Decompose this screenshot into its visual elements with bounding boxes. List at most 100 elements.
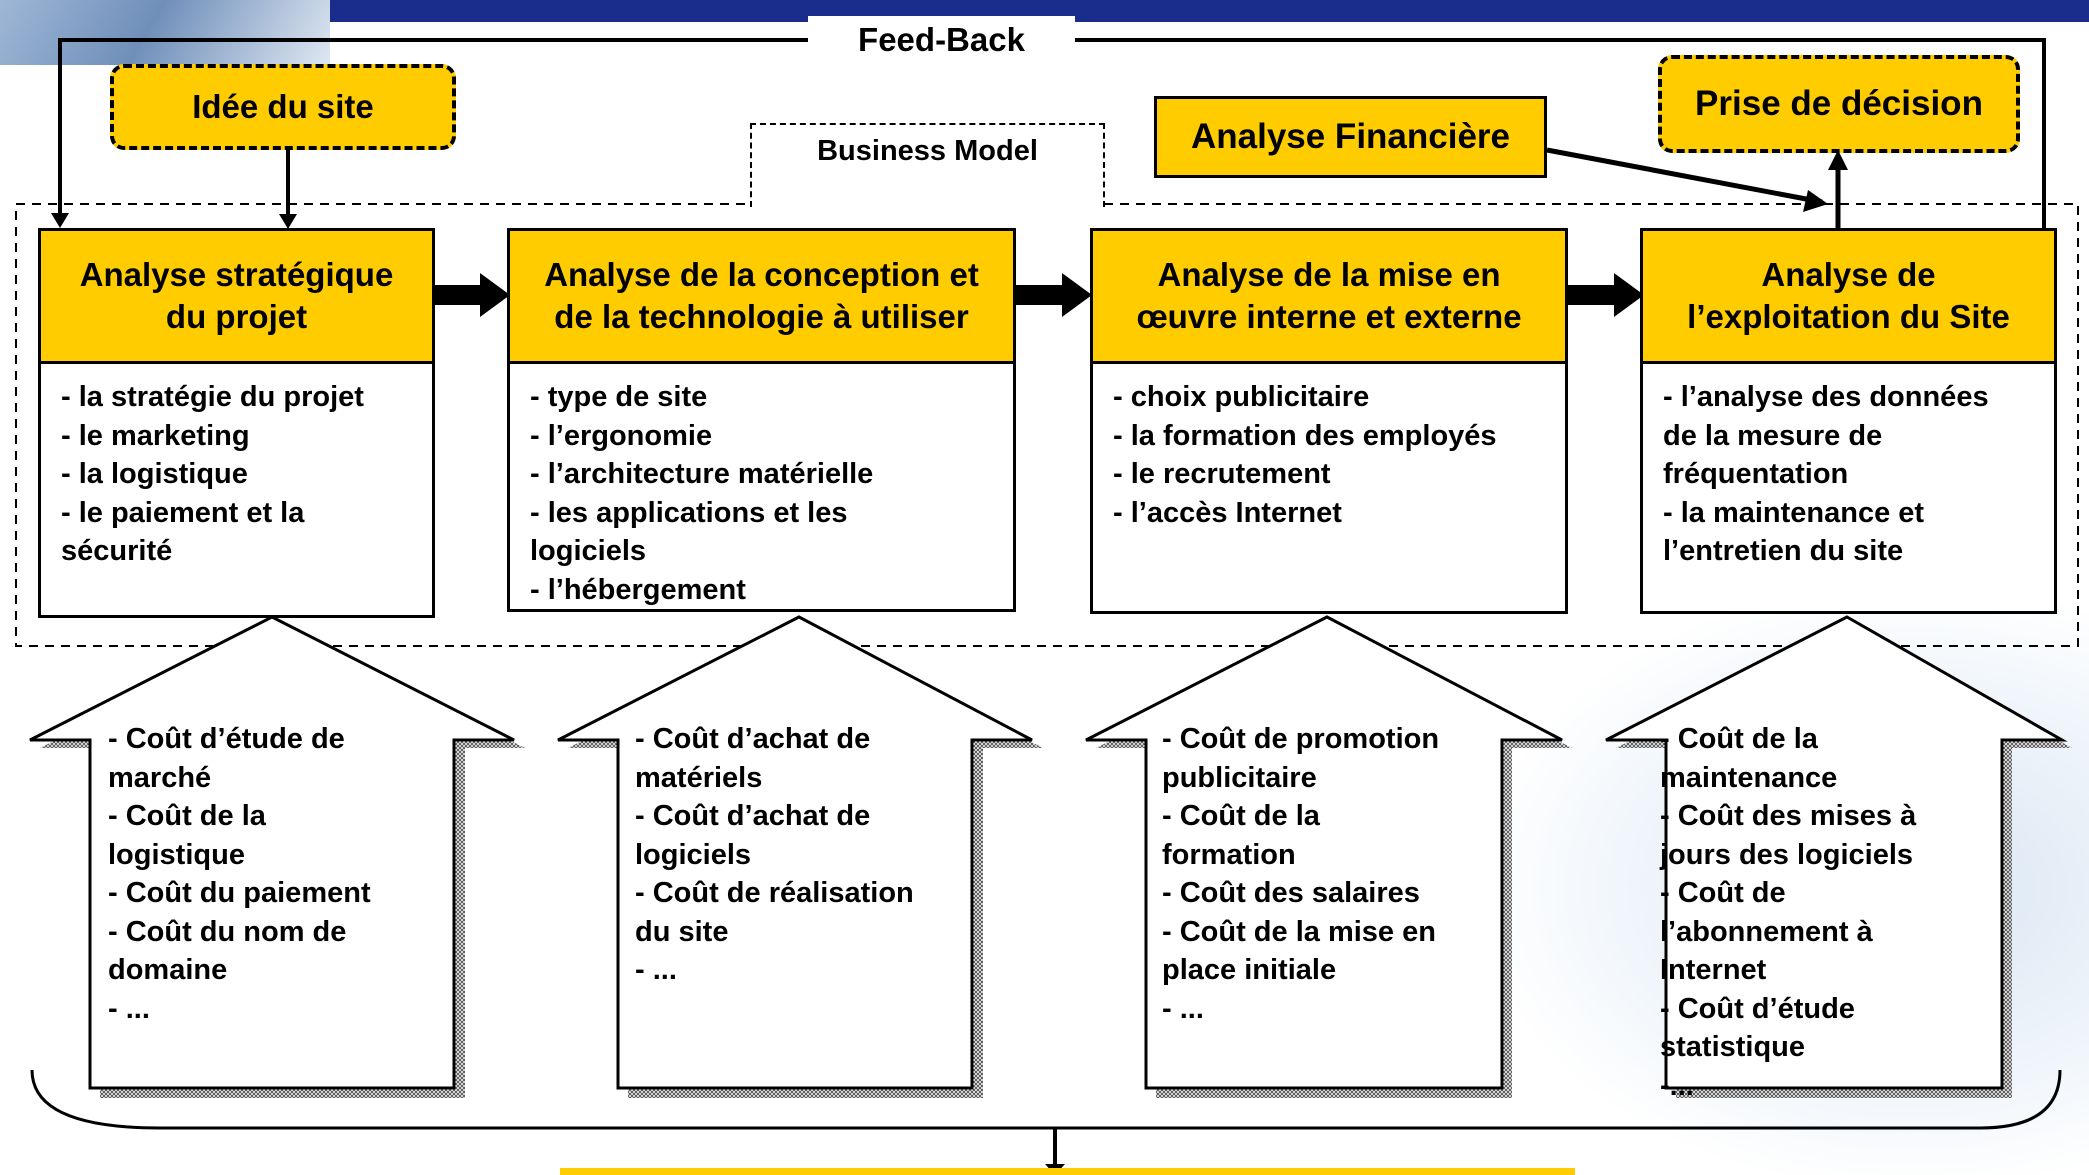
cost-item: - Coût d’achat de	[635, 723, 871, 755]
stage-2-title-line-2: de la technologie à utiliser	[554, 298, 969, 335]
cost-item: - Coût de réalisation	[635, 877, 914, 909]
finance-box: Analyse Financière	[1154, 96, 1547, 178]
cost-item: jours des logiciels	[1660, 838, 1914, 871]
stage-arrow-2	[1014, 273, 1092, 317]
stage-4-item: - la maintenance et	[1663, 496, 1925, 529]
cost-item: - Coût du paiement	[108, 877, 371, 909]
cost-list-1: - Coût d’étude de marché - Coût de la lo…	[108, 720, 458, 1028]
stage-arrow-1	[432, 273, 510, 317]
cost-item: - Coût de la	[108, 800, 266, 832]
decision-arrowhead	[1828, 150, 1848, 170]
cost-item: publicitaire	[1162, 761, 1317, 794]
cost-item: - ...	[635, 954, 677, 986]
stage-arrow-3	[1566, 273, 1644, 317]
cost-item: maintenance	[1660, 761, 1838, 794]
stage-4-item: de la mesure de	[1663, 419, 1883, 452]
cost-item: statistique	[1660, 1031, 1806, 1063]
cost-item: du site	[635, 915, 729, 948]
stage-4-title: Analyse de l’exploitation du Site	[1640, 228, 2057, 364]
stage-2-item: - type de site	[530, 381, 708, 413]
feedback-label: Feed-Back	[808, 16, 1075, 64]
stage-2-list: - type de site - l’ergonomie - l’archite…	[507, 364, 1016, 612]
cost-item: - Coût de la	[1660, 723, 1818, 755]
stage-4-title-line-1: Analyse de	[1761, 256, 1936, 293]
cost-list-4: - Coût de la maintenance - Coût des mise…	[1660, 720, 2005, 1105]
cost-item: - ...	[108, 992, 150, 1025]
stage-2-title-line-1: Analyse de la conception et	[544, 256, 979, 293]
cost-arrow-1	[29, 615, 525, 1098]
cost-item: marché	[108, 761, 212, 794]
stage-2-title: Analyse de la conception et de la technol…	[507, 228, 1016, 364]
cost-item: logiciels	[635, 838, 752, 871]
cost-item: - Coût d’achat de	[635, 800, 871, 832]
cost-item: l’abonnement à	[1660, 915, 1873, 948]
cost-item: place initiale	[1162, 954, 1337, 986]
stage-3-item: - l’accès Internet	[1113, 496, 1342, 529]
stage-2-item: - l’architecture matérielle	[530, 458, 874, 490]
cost-item: Internet	[1660, 954, 1767, 986]
finance-label: Analyse Financière	[1190, 117, 1511, 156]
stage-1-item: - le marketing	[61, 419, 250, 452]
stage-4-item: - l’analyse des données	[1663, 381, 1989, 413]
feedback-arrowhead	[51, 213, 69, 228]
corner-photo	[0, 0, 330, 65]
bottom-box-edge	[560, 1168, 1575, 1175]
cost-arrow-3	[1085, 615, 1572, 1098]
stage-1-item: - la logistique	[61, 458, 248, 490]
cost-list-2: - Coût d’achat de matériels - Coût d’ach…	[635, 720, 975, 990]
cost-item: - ...	[1162, 992, 1204, 1025]
idea-label: Idée du site	[192, 88, 374, 125]
finance-connector	[1546, 147, 1823, 205]
cost-item: - Coût de	[1660, 877, 1786, 909]
business-model-label: Business Model	[750, 123, 1105, 207]
stage-3-title: Analyse de la mise en œuvre interne et ex…	[1090, 228, 1568, 364]
stage-4-list: - l’analyse des données de la mesure de …	[1640, 364, 2057, 614]
business-model-text: Business Model	[817, 135, 1038, 167]
stage-3-title-line-1: Analyse de la mise en	[1157, 256, 1501, 293]
stage-2-item: - l’hébergement	[530, 573, 746, 606]
cost-item: formation	[1162, 838, 1296, 871]
cost-item: - Coût d’étude de	[108, 723, 345, 755]
stage-1-item: - le paiement et la	[61, 496, 305, 529]
stage-2-item: - l’ergonomie	[530, 419, 713, 452]
decision-label: Prise de décision	[1695, 84, 1983, 123]
feedback-line-right	[1075, 38, 2046, 230]
cost-item: - Coût d’étude	[1660, 992, 1855, 1025]
cost-item: - Coût de la	[1162, 800, 1320, 832]
stage-1-title-line-1: Analyse stratégique	[79, 256, 394, 293]
stage-3-item: - choix publicitaire	[1113, 381, 1370, 413]
idea-box: Idée du site	[110, 64, 456, 150]
stage-2-item: - les applications et les	[530, 496, 848, 529]
stage-2-item: logiciels	[530, 535, 647, 567]
stage-1-item: - la stratégie du projet	[61, 381, 364, 413]
finance-arrowhead	[1803, 190, 1828, 212]
stage-1-title: Analyse stratégique du projet	[38, 228, 435, 364]
cost-arrow-4	[1605, 615, 2072, 1098]
stage-3-item: - la formation des employés	[1113, 419, 1497, 452]
stage-4-item: l’entretien du site	[1663, 535, 1904, 567]
stage-3-item: - le recrutement	[1113, 458, 1331, 490]
header-band	[0, 0, 2089, 22]
stage-4-item: fréquentation	[1663, 458, 1849, 490]
stage-1-item: sécurité	[61, 535, 173, 567]
cost-item: logistique	[108, 838, 245, 871]
cost-item: - Coût des mises à	[1660, 800, 1917, 832]
cost-item: - Coût de la mise en	[1162, 915, 1436, 948]
cost-item: - Coût des salaires	[1162, 877, 1420, 909]
stage-3-title-line-2: œuvre interne et externe	[1136, 298, 1522, 335]
stage-1-title-line-2: du projet	[165, 298, 308, 335]
cost-item: - Coût de promotion	[1162, 723, 1440, 755]
stage-3-list: - choix publicitaire - la formation des …	[1090, 364, 1568, 614]
cost-list-3: - Coût de promotion publicitaire - Coût …	[1162, 720, 1502, 1028]
decision-box: Prise de décision	[1658, 55, 2020, 153]
cost-item: - Coût du nom de	[108, 915, 347, 948]
cost-item: -...	[1660, 1069, 1694, 1102]
bottom-brace	[30, 1069, 2062, 1130]
cost-arrow-2	[557, 615, 1043, 1098]
cost-item: matériels	[635, 761, 763, 794]
stage-4-title-line-2: l’exploitation du Site	[1687, 298, 2010, 335]
stage-1-list: - la stratégie du projet - le marketing …	[38, 364, 435, 618]
cost-item: domaine	[108, 954, 228, 986]
idea-arrowhead	[279, 214, 297, 229]
